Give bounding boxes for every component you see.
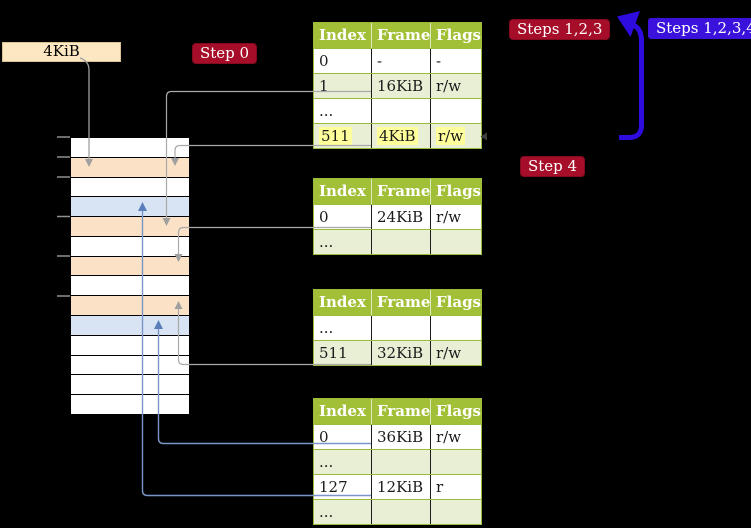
- memory-row: [71, 235, 189, 256]
- table-cell: 24KiB: [371, 205, 430, 229]
- table-row: ...: [314, 229, 481, 254]
- table-cell: 511: [319, 127, 352, 145]
- header-cell: Frame: [371, 23, 430, 48]
- table-row: ...: [314, 499, 481, 524]
- header-cell: Flags: [430, 23, 481, 48]
- table-cell: [430, 500, 481, 524]
- memory-row: [71, 295, 189, 316]
- step0-badge: Step 0: [192, 43, 258, 64]
- header-cell: Flags: [430, 179, 481, 204]
- memory-row: [71, 275, 189, 296]
- header-cell: Index: [319, 293, 366, 311]
- table-row: 0 --: [314, 48, 481, 73]
- table-cell: [371, 450, 430, 474]
- table-cell: r/w: [430, 425, 481, 449]
- table-cell: [371, 230, 430, 254]
- table-cell: [430, 450, 481, 474]
- table-cell: [430, 99, 481, 123]
- table-cell: 0: [319, 428, 329, 446]
- header-cell: Index: [319, 402, 366, 420]
- table-cell: 0: [319, 52, 329, 70]
- table-cell: [371, 99, 430, 123]
- memory-tick-marks: [57, 136, 70, 297]
- header-cell: Index: [319, 182, 366, 200]
- memory-row: [71, 216, 189, 236]
- table-cell: 12KiB: [371, 475, 430, 499]
- table-cell: ...: [319, 319, 334, 337]
- table-cell: 127: [319, 478, 348, 496]
- table-cell: r/w: [430, 205, 481, 229]
- memory-row: [71, 354, 189, 375]
- table-cell: ...: [319, 453, 334, 471]
- table-cell: 0: [319, 208, 329, 226]
- table-cell: r: [430, 475, 481, 499]
- table-cell: -: [371, 49, 430, 73]
- header-cell: Index: [319, 26, 366, 44]
- table-cell: -: [430, 49, 481, 73]
- header-cell: Frame: [371, 179, 430, 204]
- table-cell: r/w: [430, 124, 481, 148]
- memory-row: [71, 374, 189, 395]
- table-cell: 36KiB: [371, 425, 430, 449]
- header-cell: Frame: [371, 290, 430, 315]
- table-cell: 16KiB: [371, 74, 430, 98]
- table-cell: r/w: [430, 341, 481, 365]
- memory-row: [71, 394, 189, 414]
- table-cell: 4KiB: [371, 124, 430, 148]
- table-cell: r/w: [430, 74, 481, 98]
- physical-memory-column: [70, 137, 190, 415]
- page-size-label: 4KiB: [2, 42, 121, 62]
- header-cell: Flags: [430, 399, 481, 424]
- table-cell: 511: [319, 344, 348, 362]
- table-cell: [430, 316, 481, 340]
- table-cell: ...: [319, 102, 334, 120]
- header-cell: Flags: [430, 290, 481, 315]
- steps-1234-badge: Steps 1,2,3,4: [648, 18, 751, 39]
- table-cell: [371, 500, 430, 524]
- memory-row: [71, 156, 189, 177]
- step4-badge: Step 4: [520, 156, 586, 177]
- memory-row: [71, 255, 189, 276]
- steps-feedback-arrow: [617, 11, 644, 140]
- table-row: ...: [314, 315, 481, 340]
- table-cell: ...: [319, 503, 334, 521]
- table-cell: [430, 230, 481, 254]
- table-row: ...: [314, 449, 481, 474]
- table-cell: [371, 316, 430, 340]
- memory-row: [71, 196, 189, 217]
- memory-row: [71, 315, 189, 335]
- table-cell: ...: [319, 233, 334, 251]
- memory-row: [71, 138, 189, 157]
- table-row: ...: [314, 98, 481, 123]
- table-cell: 32KiB: [371, 341, 430, 365]
- table-cell: 1: [319, 77, 329, 95]
- steps-123-badge: Steps 1,2,3: [509, 19, 611, 40]
- header-cell: Frame: [371, 399, 430, 424]
- memory-row: [71, 334, 189, 355]
- memory-row: [71, 176, 189, 197]
